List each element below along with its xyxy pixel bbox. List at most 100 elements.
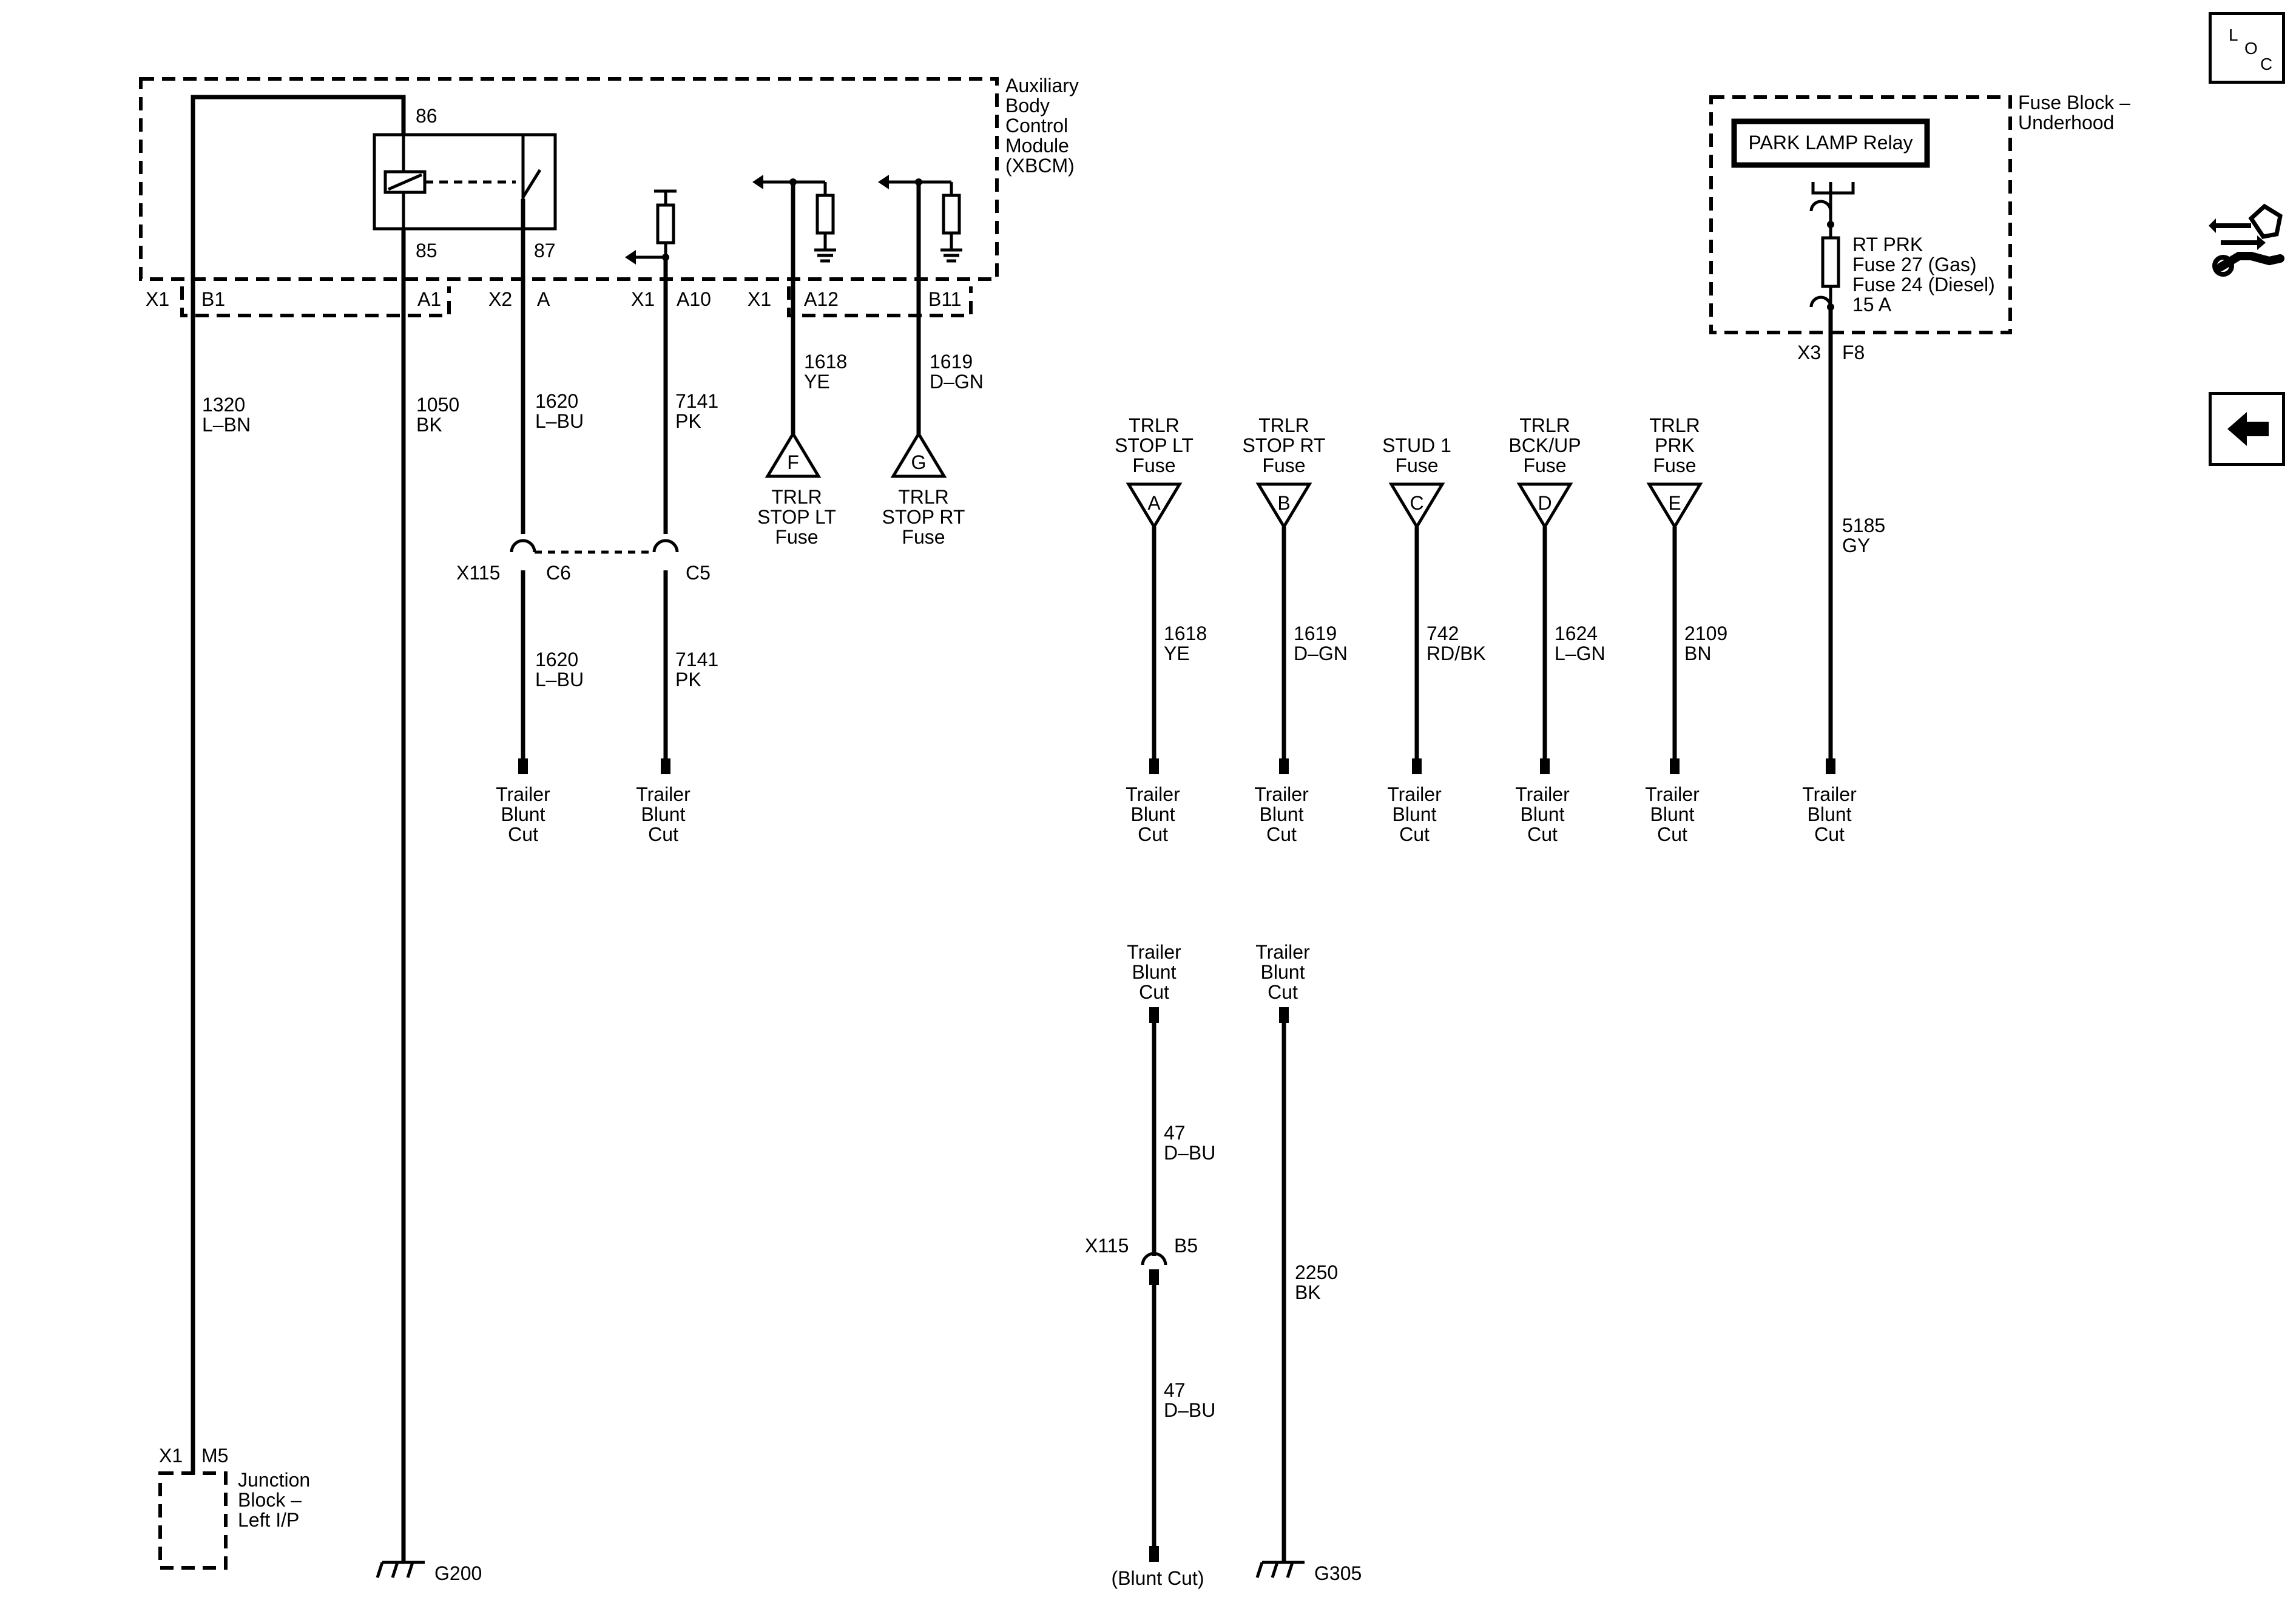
blunt-cut-label: Trailer	[1387, 783, 1442, 805]
back-button[interactable]	[2209, 392, 2285, 466]
blunt-cut-label: Trailer	[1802, 783, 1857, 805]
fuse-ref-D-label: TRLR	[1519, 414, 1570, 436]
back-arrow-icon	[2227, 412, 2269, 446]
wire-47: Trailer Blunt Cut 47 D–BU X115 B5 47 D–B…	[1085, 941, 1215, 1589]
fuse-ref-G-label: STOP RT	[882, 506, 965, 528]
fuse-block-underhood: Fuse Block – Underhood PARK LAMP Relay R…	[1709, 92, 2130, 363]
conn-x2-a-a: X2	[488, 288, 512, 310]
wire-47b-color: D–BU	[1164, 1399, 1215, 1421]
blunt-cut-label: Trailer	[1254, 783, 1309, 805]
wire-1624-num: 1624	[1555, 623, 1598, 644]
blunt-cut-label: Cut	[1399, 823, 1430, 845]
conn-x3-f8-a: X3	[1797, 342, 1821, 363]
fuse-ref-G-letter: G	[911, 451, 927, 473]
blunt-cut-label: Trailer	[1127, 941, 1181, 963]
blunt-cut-label: Trailer	[1126, 783, 1180, 805]
loc-letter-o: O	[2244, 39, 2258, 58]
wire-1619-top: G 1619 D–GN TRLR STOP RT Fuse	[878, 175, 984, 548]
junction-block: X1 M5 Junction Block – Left I/P	[158, 1445, 310, 1570]
fuse-ref-E-letter: E	[1668, 492, 1681, 514]
wire-1624-color: L–GN	[1555, 643, 1606, 664]
wire-5185-color: GY	[1842, 535, 1870, 556]
wire-1050: 1050 BK	[401, 229, 459, 1562]
wire-47a-color: D–BU	[1164, 1142, 1215, 1164]
wire-1620: 1620 L–BU 1620 L–BU	[518, 199, 584, 774]
blunt-cut-label: Blunt	[1260, 803, 1304, 825]
fuse-ref-A-label: TRLR	[1129, 414, 1180, 436]
blunt-cut-simple-label: (Blunt Cut)	[1112, 1567, 1204, 1589]
conn-x1-a10-b: A10	[677, 288, 711, 310]
wire-7141a-num: 7141	[675, 390, 718, 412]
wire-1619-color: D–GN	[1294, 643, 1348, 664]
wire-1618-num: 1618	[1164, 623, 1207, 644]
park-lamp-relay-label: PARK LAMP Relay	[1749, 132, 1913, 154]
blunt-cut-1620: Trailer Blunt Cut	[496, 783, 550, 845]
fuse-ref-D-label: Fuse	[1523, 454, 1566, 476]
blunt-cut-label: Blunt	[1521, 803, 1565, 825]
wire-1619-top-color: D–GN	[930, 371, 984, 393]
conn-x115-c6-b: C6	[546, 562, 571, 584]
fuse-ref-D-letter: D	[1538, 492, 1551, 514]
wire-7141b-num: 7141	[675, 649, 718, 670]
fuse-ref-C-label: STUD 1	[1382, 434, 1451, 456]
fuse-ref-B-letter: B	[1277, 492, 1290, 514]
xbcm-label-5: (XBCM)	[1005, 155, 1075, 177]
fuse-ref-A-letter: A	[1147, 492, 1161, 514]
blunt-cut-label: Blunt	[1131, 803, 1175, 825]
loc-button[interactable]: L O C	[2209, 12, 2285, 84]
xbcm-module: Auxiliary Body Control Module (XBCM)	[139, 75, 1079, 281]
fuse-ref-D-label: BCK/UP	[1508, 434, 1581, 456]
fuse-ref-F-letter: F	[787, 451, 799, 473]
wire-1620b-num: 1620	[535, 649, 578, 670]
blunt-cut-label: Blunt	[641, 803, 686, 825]
fuse-label-3: Fuse 24 (Diesel)	[1852, 274, 1995, 295]
fuse-label-4: 15 A	[1852, 294, 1892, 316]
wire-5185: 5185 GY Trailer Blunt Cut	[1802, 307, 1885, 845]
blunt-cut-label: Blunt	[1393, 803, 1437, 825]
fuse-column-B: TRLR STOP RT Fuse B 1619 D–GN Trailer Bl…	[1243, 414, 1348, 845]
wire-1050-num: 1050	[416, 394, 459, 416]
wire-2250-num: 2250	[1295, 1261, 1338, 1283]
blunt-cut-label: Blunt	[1261, 961, 1305, 983]
blunt-cut-label: Trailer	[1645, 783, 1700, 805]
fuse-label-1: RT PRK	[1852, 234, 1923, 255]
x115-c6-c5-connector: X115 C6 C5	[456, 539, 711, 584]
fuse-column-E: TRLR PRK Fuse E 2109 BN Trailer Blunt Cu…	[1645, 414, 1727, 845]
fuse-ref-A-label: STOP LT	[1115, 434, 1194, 456]
blunt-cut-label: Cut	[1657, 823, 1687, 845]
wire-742-num: 742	[1427, 623, 1459, 644]
wire-1320: 1320 L–BN	[191, 95, 406, 1474]
xbcm-relay: 86 85 87	[373, 105, 557, 262]
blunt-cut-label: Trailer	[1515, 783, 1570, 805]
connector-tool-button[interactable]	[2209, 200, 2285, 279]
wire-1618-top-color: YE	[804, 371, 830, 393]
conn-x1-a10-a: X1	[631, 288, 655, 310]
wire-1619-num: 1619	[1294, 623, 1337, 644]
fuse-label-2: Fuse 27 (Gas)	[1852, 254, 1977, 275]
wire-2250: Trailer Blunt Cut 2250 BK G305	[1255, 941, 1362, 1584]
conn-x3-f8-b: F8	[1842, 342, 1865, 363]
ground-g305-label: G305	[1314, 1562, 1362, 1584]
wire-742-color: RD/BK	[1427, 643, 1486, 664]
conn-b11: B11	[928, 288, 962, 310]
fuse-ref-F-label: Fuse	[775, 526, 818, 548]
wire-7141a-color: PK	[675, 410, 701, 432]
fuse-ref-G-label: TRLR	[898, 486, 949, 508]
blunt-cut-label: Trailer	[1255, 941, 1310, 963]
blunt-cut-7141: Trailer Blunt Cut	[636, 783, 690, 845]
wire-7141: 7141 PK 7141 PK	[625, 189, 718, 774]
wire-1620a-color: L–BU	[535, 410, 584, 432]
fuse-ref-F-label: STOP LT	[757, 506, 836, 528]
fuse-ref-F-label: TRLR	[771, 486, 822, 508]
blunt-cut-label: Blunt	[501, 803, 545, 825]
fuse-ref-E-label: TRLR	[1649, 414, 1700, 436]
fuse-ref-A-label: Fuse	[1132, 454, 1175, 476]
fuse-column-A: TRLR STOP LT Fuse A 1618 YE Trailer Blun…	[1115, 414, 1207, 845]
connector-tool-icon	[2209, 203, 2284, 277]
blunt-cut-label: Cut	[648, 823, 678, 845]
blunt-cut-label: Cut	[1139, 981, 1169, 1003]
relay-pin-85: 85	[416, 240, 437, 262]
conn-x115-c6-a: X115	[456, 562, 500, 584]
conn-x1-m5-a: X1	[159, 1445, 183, 1467]
